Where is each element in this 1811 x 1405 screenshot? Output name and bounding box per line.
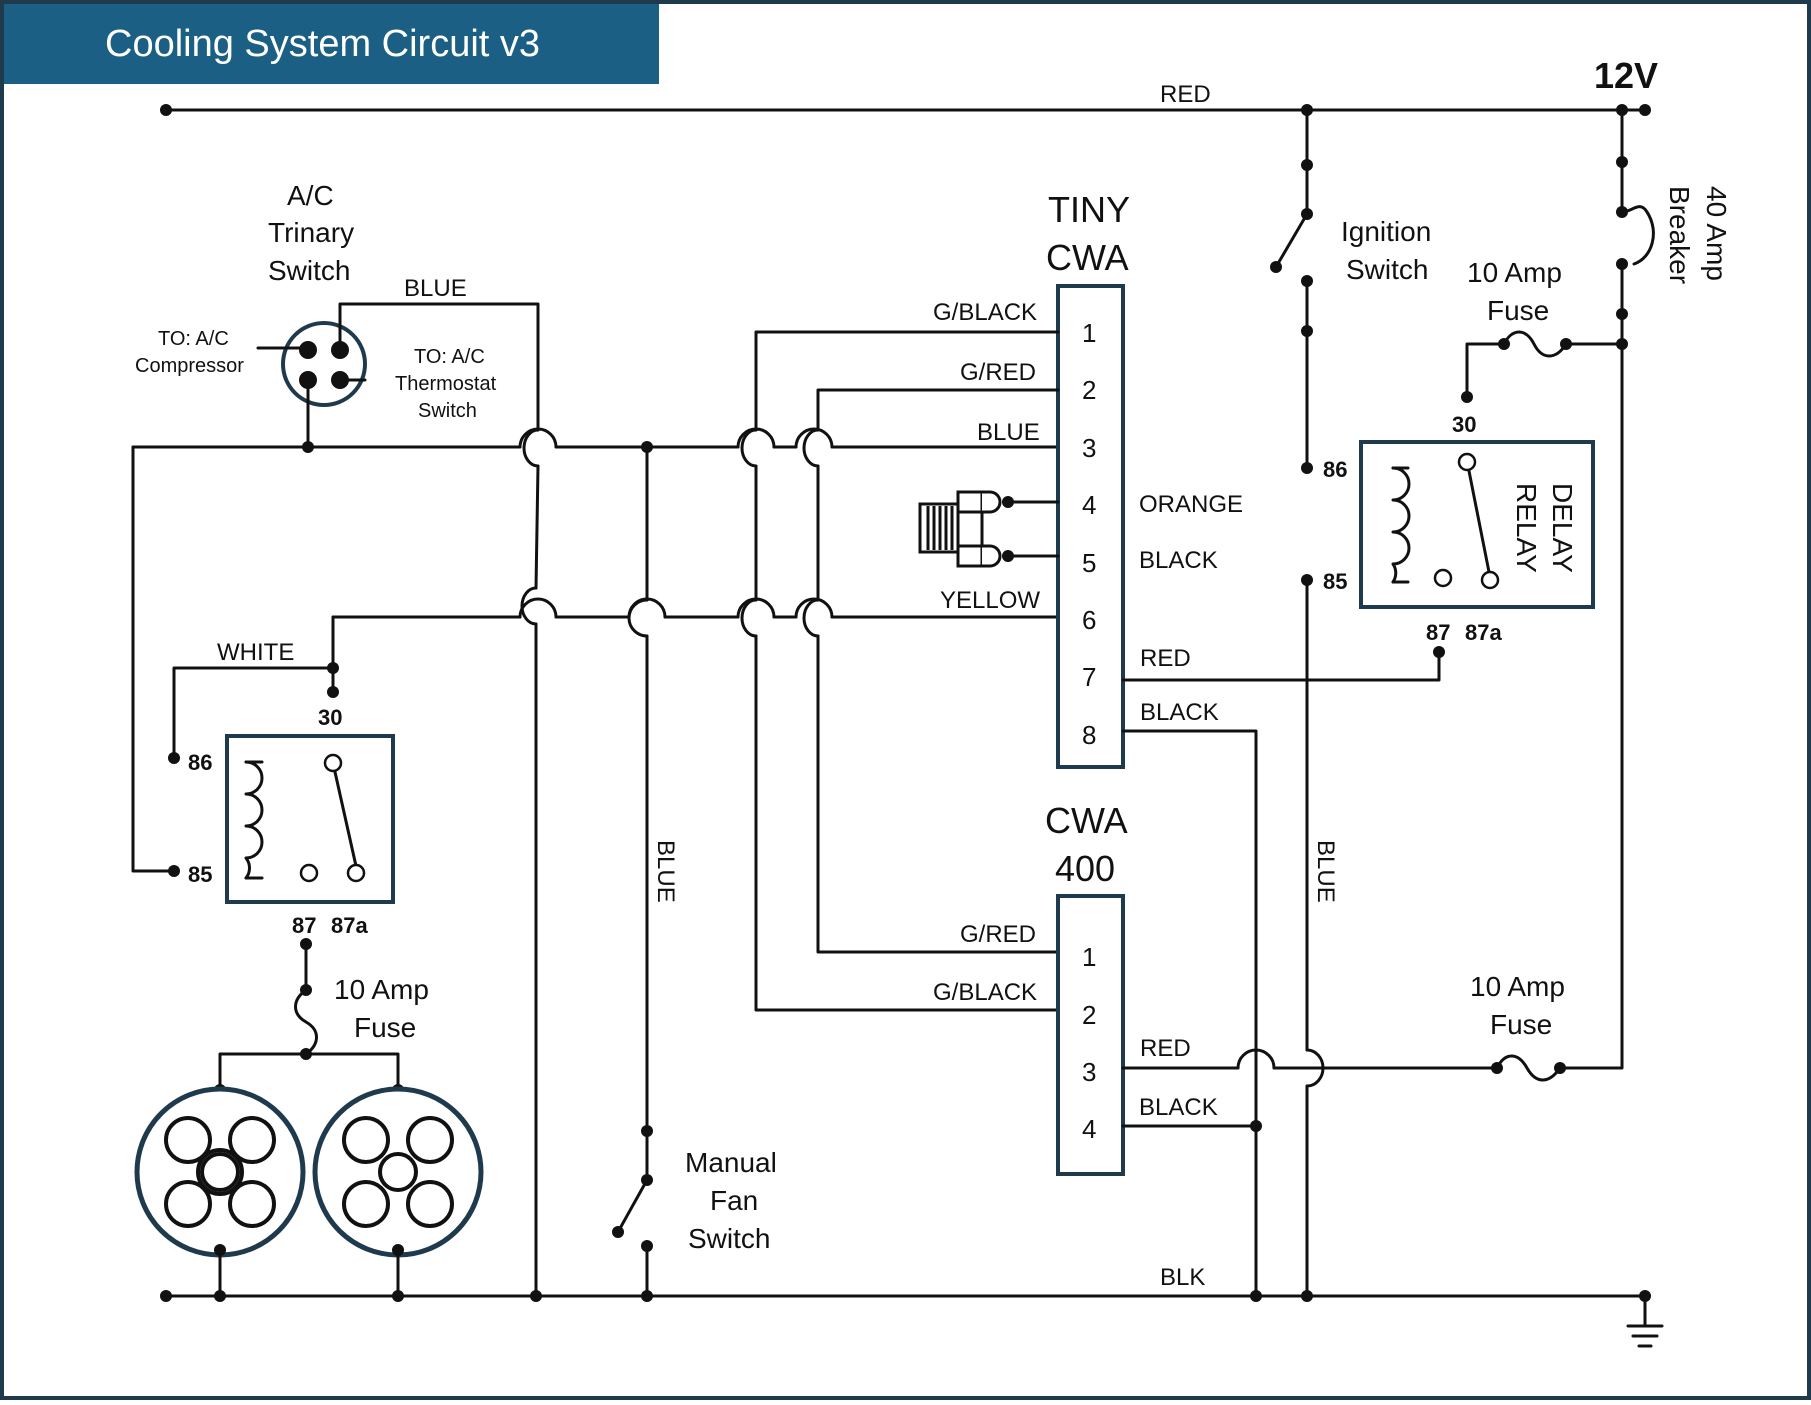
- manual-fan-switch-icon[interactable]: [612, 1125, 653, 1298]
- delay-fuse-icon: [1502, 330, 1568, 358]
- cwa400-wire-gblack: G/BLACK: [933, 979, 1037, 1006]
- wire-label-blue-vertical-left: BLUE: [652, 840, 679, 903]
- fan-relay-30: 30: [318, 705, 342, 730]
- tiny-cwa-pin-2: 2: [1082, 375, 1096, 405]
- fan-icon-left: [134, 1086, 306, 1258]
- wire-label-red-top: RED: [1160, 81, 1211, 108]
- delay-relay-86: 86: [1323, 457, 1347, 482]
- manual-switch-label-3: Switch: [688, 1223, 770, 1254]
- cwa400-pin-3: 3: [1082, 1057, 1096, 1087]
- tiny-cwa-pin-4: 4: [1082, 490, 1096, 520]
- tiny-cwa-pin-1: 1: [1082, 318, 1096, 348]
- tiny-cwa-title-2: CWA: [1046, 237, 1129, 278]
- trinary-left-label-2: Compressor: [135, 355, 244, 377]
- tiny-cwa-pin-6: 6: [1082, 605, 1096, 635]
- delay-relay-30: 30: [1452, 412, 1476, 437]
- cwa-fuse-icon: [1495, 1054, 1562, 1082]
- cwa400-title-1: CWA: [1045, 800, 1128, 841]
- delay-fuse-label-2: Fuse: [1487, 295, 1549, 326]
- fan-relay-icon: [225, 734, 395, 904]
- delay-relay-85: 85: [1323, 569, 1347, 594]
- breaker-label-2: Breaker: [1664, 186, 1695, 284]
- cwa400-wire-black: BLACK: [1139, 1094, 1218, 1121]
- tiny-cwa-wire-orange: ORANGE: [1139, 491, 1243, 518]
- trinary-title-1: A/C: [287, 180, 334, 211]
- fan-icon-right: [312, 1086, 484, 1258]
- trinary-title-3: Switch: [268, 255, 350, 286]
- cwa-fuse-label-2: Fuse: [1490, 1009, 1552, 1040]
- ignition-switch-icon[interactable]: [1270, 208, 1313, 287]
- tiny-cwa-pin-7: 7: [1082, 662, 1096, 692]
- cwa400-pin-2: 2: [1082, 1000, 1096, 1030]
- cwa400-pin-4: 4: [1082, 1114, 1096, 1144]
- ground-icon: [1626, 1294, 1664, 1348]
- crossover-hop: [522, 428, 540, 468]
- wire-label-blue-vertical-right: BLUE: [1312, 840, 1339, 903]
- temp-sensor-icon: [918, 490, 1002, 568]
- trinary-title-2: Trinary: [268, 217, 354, 248]
- tiny-cwa-title-1: TINY: [1048, 189, 1130, 230]
- trinary-left-label-1: TO: A/C: [158, 328, 229, 350]
- wire-label-trinary-blue: BLUE: [404, 275, 467, 302]
- delay-relay-87: 87: [1426, 620, 1450, 645]
- cwa400-wire-red: RED: [1140, 1035, 1191, 1062]
- ignition-label-1: Ignition: [1341, 216, 1431, 247]
- tiny-cwa-wire-red: RED: [1140, 645, 1191, 672]
- delay-relay-icon: [1359, 440, 1595, 609]
- cwa400-wire-gred: G/RED: [960, 921, 1036, 948]
- title-banner: [4, 4, 659, 84]
- tiny-cwa-wire-blue: BLUE: [977, 419, 1040, 446]
- fan-fuse-icon: [294, 988, 318, 1056]
- tiny-cwa-wire-gblack: G/BLACK: [933, 299, 1037, 326]
- delay-relay-title-2: RELAY: [1511, 483, 1542, 573]
- tiny-cwa-wire-yellow: YELLOW: [940, 587, 1040, 614]
- breaker-label-1: 40 Amp: [1701, 186, 1732, 281]
- diagram-title: Cooling System Circuit v3: [105, 23, 540, 65]
- tiny-cwa-wire-black: BLACK: [1139, 547, 1218, 574]
- trinary-right-label-2: Thermostat: [395, 373, 497, 395]
- manual-switch-label-1: Manual: [685, 1147, 777, 1178]
- delay-fuse-label-1: 10 Amp: [1467, 257, 1562, 288]
- wire-label-white: WHITE: [217, 639, 294, 666]
- fan-fuse-label-2: Fuse: [354, 1012, 416, 1043]
- tiny-cwa-wire-gred: G/RED: [960, 359, 1036, 386]
- fan-relay-85: 85: [188, 862, 212, 887]
- trinary-right-label-3: Switch: [418, 400, 477, 422]
- manual-switch-label-2: Fan: [710, 1185, 758, 1216]
- tiny-cwa-wire-black-8: BLACK: [1140, 699, 1219, 726]
- cwa-fuse-label-1: 10 Amp: [1470, 971, 1565, 1002]
- delay-relay-title-1: DELAY: [1547, 483, 1578, 573]
- tiny-cwa-box: [1056, 284, 1125, 769]
- fan-relay-87a: 87a: [331, 913, 368, 938]
- delay-relay-87a: 87a: [1465, 620, 1502, 645]
- breaker-icon: [1620, 205, 1655, 266]
- cwa400-title-2: 400: [1055, 848, 1115, 889]
- supply-voltage-label: 12V: [1594, 55, 1658, 96]
- fan-relay-86: 86: [188, 750, 212, 775]
- cwa400-pin-1: 1: [1082, 942, 1096, 972]
- fan-fuse-label-1: 10 Amp: [334, 974, 429, 1005]
- tiny-cwa-pin-3: 3: [1082, 433, 1096, 463]
- ignition-label-2: Switch: [1346, 254, 1428, 285]
- trinary-switch-icon: [281, 321, 367, 407]
- cwa400-box: [1056, 894, 1125, 1176]
- tiny-cwa-pin-5: 5: [1082, 548, 1096, 578]
- tiny-cwa-pin-8: 8: [1082, 720, 1096, 750]
- trinary-right-label-1: TO: A/C: [414, 346, 485, 368]
- fan-relay-87: 87: [292, 913, 316, 938]
- wire-label-blk-bottom: BLK: [1160, 1264, 1205, 1291]
